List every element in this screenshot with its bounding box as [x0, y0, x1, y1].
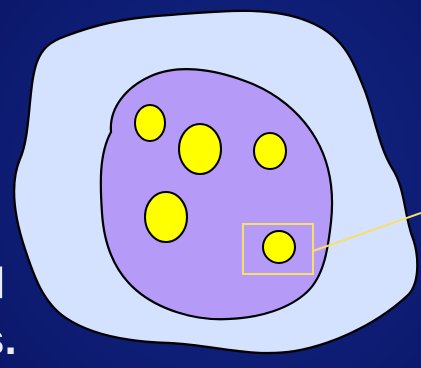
edge-text-line-1: l [0, 262, 5, 306]
particle-ellipse [179, 124, 221, 174]
highlighted-particle-ellipse [263, 231, 295, 263]
particle-ellipse [145, 192, 187, 242]
particle-ellipse [135, 105, 165, 141]
edge-text-line-2: s. [0, 318, 17, 362]
particle-ellipse [254, 133, 286, 169]
